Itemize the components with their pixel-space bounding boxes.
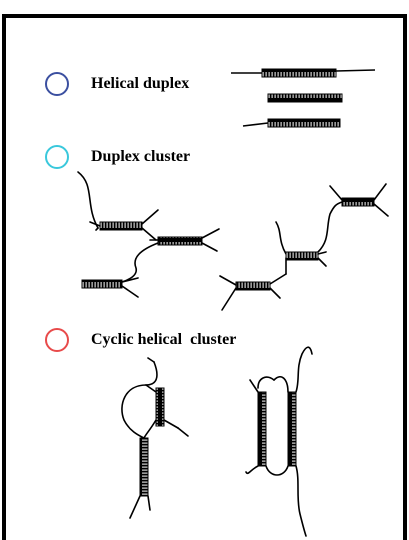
- cyclic-cluster-left: [121, 357, 189, 519]
- legend-label-cyclic-helical-cluster: Cyclic helical cluster: [91, 331, 237, 348]
- duplex-strand-3: [242, 118, 341, 128]
- frame-left-border: [2, 14, 6, 540]
- helical-duplex-examples: [231, 68, 376, 128]
- duplex-cluster-right: [219, 183, 389, 311]
- frame-right-border: [403, 14, 407, 540]
- cyan-circle-icon: [45, 145, 69, 169]
- blue-circle-icon: [45, 72, 69, 96]
- legend-label-helical-duplex: Helical duplex: [91, 75, 190, 92]
- frame-top-border: [2, 14, 407, 18]
- legend-cyclic-helical-cluster: Cyclic helical cluster: [45, 328, 236, 352]
- cyclic-cluster-right: [245, 346, 313, 537]
- legend-label-duplex-cluster: Duplex cluster: [91, 148, 191, 165]
- red-circle-icon: [45, 328, 69, 352]
- duplex-strand-2: [267, 93, 343, 103]
- duplex-cluster-left: [77, 171, 220, 298]
- legend-helical-duplex: Helical duplex: [45, 72, 189, 96]
- duplex-strand-1: [231, 68, 376, 78]
- legend-duplex-cluster: Duplex cluster: [45, 145, 190, 169]
